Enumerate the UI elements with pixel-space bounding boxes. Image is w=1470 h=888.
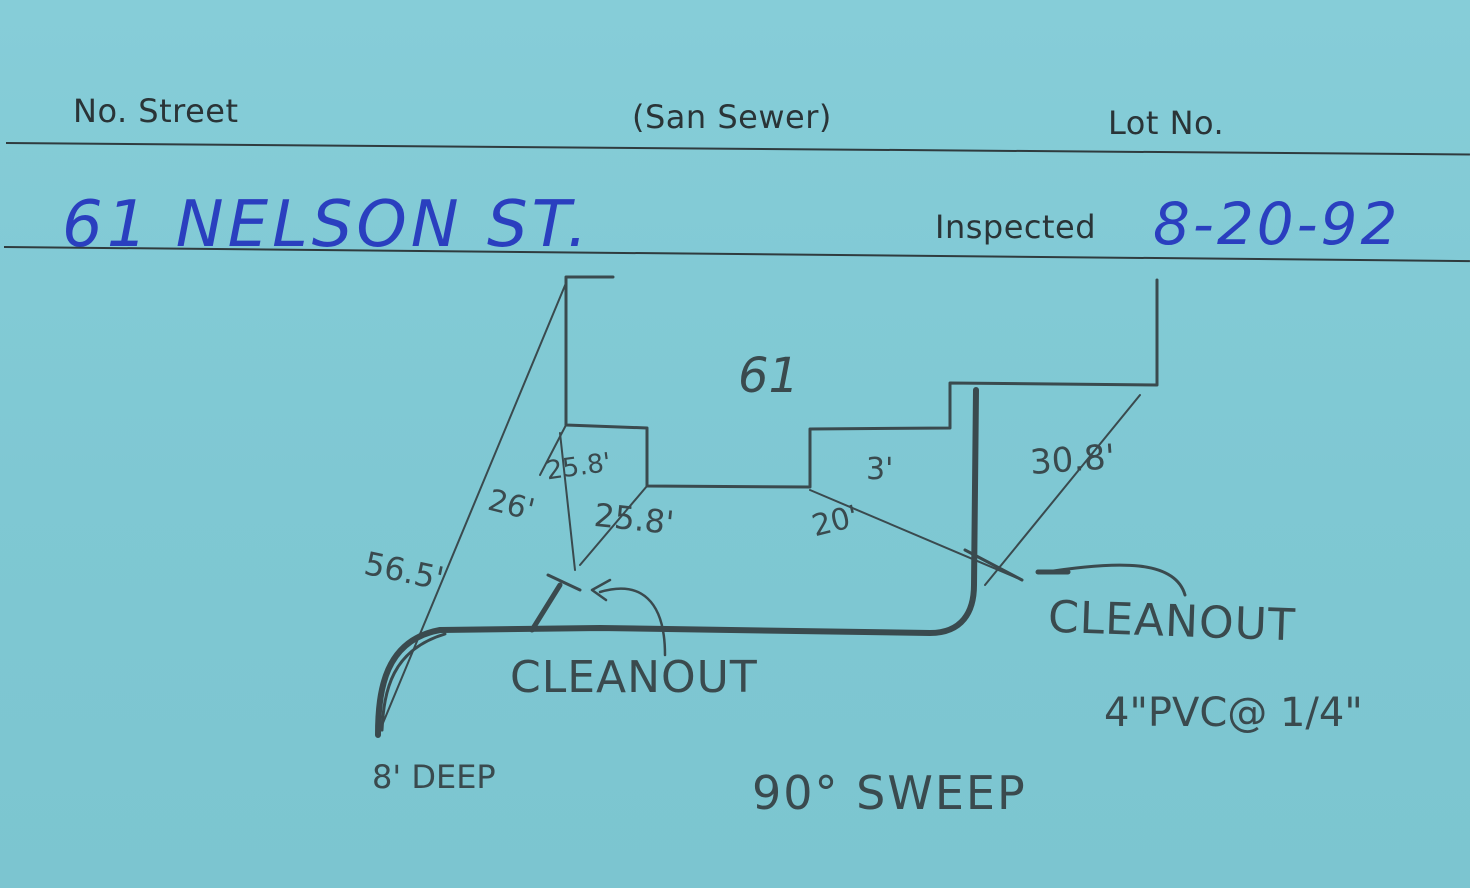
depth-note: 8' DEEP <box>372 758 496 796</box>
cleanout-left-arrow <box>598 587 667 657</box>
measure-308: 30.8' <box>1028 437 1117 483</box>
house-outline <box>564 275 1159 489</box>
measure-line-20 <box>809 489 1023 581</box>
cleanout-left-mark <box>546 573 582 592</box>
lot-label: Lot No. <box>1108 104 1225 142</box>
cleanout-right-label: CLEANOUT <box>1047 591 1297 652</box>
measure-line-26 <box>539 424 567 476</box>
street-label: No. Street <box>73 92 239 130</box>
cleanout-right-arrow <box>1038 563 1187 597</box>
measure-line-258b <box>579 485 648 566</box>
inspected-label: Inspected <box>935 208 1097 246</box>
pipe-note: 4"PVC@ 1/4" <box>1104 690 1363 736</box>
measure-3: 3' <box>866 452 894 487</box>
measure-line-258a <box>559 432 576 571</box>
inspected-date: 8-20-92 <box>1153 190 1401 258</box>
measure-line-308 <box>984 394 1141 586</box>
house-number: 61 <box>738 348 800 404</box>
measure-line-56 <box>377 282 567 736</box>
type-label: (San Sewer) <box>632 98 832 136</box>
sewer-pipe <box>375 387 979 738</box>
sweep-note: 90° SWEEP <box>752 766 1027 820</box>
cleanout-left-label: CLEANOUT <box>510 652 758 703</box>
cleanout-right-mark <box>963 548 1024 582</box>
